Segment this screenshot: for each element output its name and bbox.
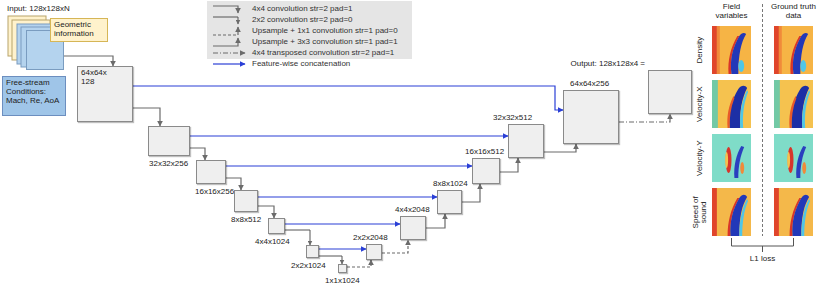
feature-map: 8x8x1024 <box>437 190 462 214</box>
row-label: Speed of sound <box>692 188 709 236</box>
dimension-label: 16x16x512 <box>465 147 504 157</box>
feature-map: 4x4x1024 <box>268 218 285 234</box>
dimension-label: 1x1x1024 <box>325 276 360 286</box>
layer-arrow <box>64 56 113 66</box>
output-map: Output: 128x128x4 = <box>648 70 692 114</box>
dimension-label: 8x8x1024 <box>433 179 468 189</box>
feature-map: 16x16x256 <box>196 160 226 184</box>
row-label: Velocity-X <box>696 80 704 128</box>
legend-text: Upsample + 3x3 convolution str=1 pad=1 <box>252 37 398 47</box>
output-label: Output: 128x128x4 = <box>571 59 646 69</box>
dimension-label: 4x4x1024 <box>255 237 290 247</box>
conditions-box: Free-stream Conditions: Mach, Re, AoA <box>2 76 66 116</box>
box-text: Geometric information <box>51 19 107 41</box>
column-heading: Field variables <box>707 3 757 21</box>
layer-arrow <box>544 144 576 152</box>
feature-map: 64x64x256 <box>563 90 619 144</box>
layer-arrow <box>347 260 371 267</box>
legend-text: Upsample + 1x1 convolution str=1 pad=0 <box>252 26 398 36</box>
dimension-label: 32x32x256 <box>149 159 188 169</box>
column-heading: Ground truth data <box>766 3 822 21</box>
concat-arrow <box>258 196 437 197</box>
concat-arrow <box>226 165 472 166</box>
dimension-label: 2x2x1024 <box>291 261 326 271</box>
layer-arrow <box>133 108 160 126</box>
dimension-label: 64x64x256 <box>570 79 609 89</box>
dimension-label: 8x8x512 <box>231 215 261 225</box>
layer-arrow <box>190 148 205 160</box>
dimension-label: 4x4x2048 <box>395 205 430 215</box>
concat-arrow <box>133 86 563 110</box>
feature-map: 32x32x512 <box>508 124 544 158</box>
legend-text: Feature-wise concatenation <box>252 59 350 69</box>
legend-text: 4x4 transposed convolution str=2 pad=1 <box>252 48 394 58</box>
legend-text: 2x2 convolution str=2 pad=0 <box>252 15 353 25</box>
loss-label: L1 loss <box>743 255 783 264</box>
feature-map: 1x1x1024 <box>338 264 347 273</box>
concat-arrow <box>319 248 366 249</box>
concat-arrow <box>285 223 400 224</box>
feature-map: 32x32x256 <box>148 126 190 156</box>
dimension-label: 2x2x2048 <box>353 233 388 243</box>
feature-map: 4x4x2048 <box>400 216 426 240</box>
dimension-label: 32x32x512 <box>493 113 532 123</box>
feature-map: 2x2x2048 <box>366 244 382 260</box>
input-label: Input: 128x128xN <box>7 4 70 14</box>
dimension-label: 16x16x256 <box>195 187 234 197</box>
legend-text: 4x4 convolution str=2 pad=1 <box>252 4 353 14</box>
layer-arrow <box>500 158 518 172</box>
feature-map: 64x64x 128 <box>77 66 133 122</box>
row-label: Density <box>696 26 704 74</box>
layer-arrow <box>619 114 670 122</box>
row-label: Velocity-Y <box>696 134 704 182</box>
concat-arrow <box>190 135 508 136</box>
feature-map: 2x2x1024 <box>306 245 319 258</box>
feature-map: 16x16x512 <box>472 158 500 184</box>
dimension-label: 64x64x 128 <box>78 67 118 89</box>
box-text: Free-stream Conditions: Mach, Re, AoA <box>3 77 65 107</box>
feature-map: 8x8x512 <box>234 190 258 212</box>
layer-arrow <box>426 214 445 228</box>
geometry-box: Geometric information <box>50 18 108 42</box>
